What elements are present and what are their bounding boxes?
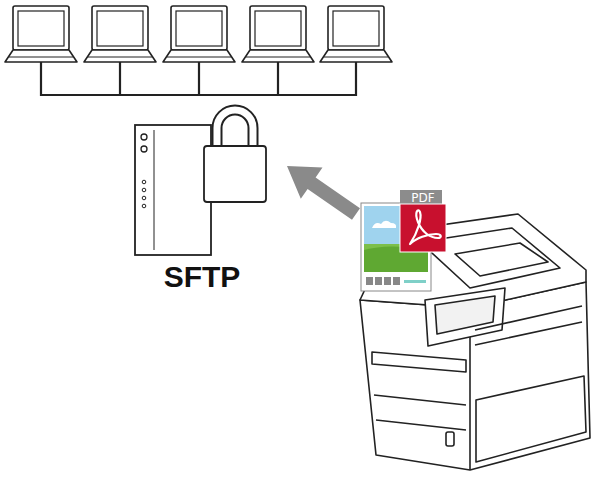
printer [360,214,590,470]
sftp-server-icon [130,100,275,258]
network-bus [41,62,356,95]
pdf-document: PDF [358,188,448,294]
transfer-arrow [287,166,360,220]
node-label: SFTP [130,260,274,294]
node-label: PDF [400,191,446,205]
sftp-server: SFTP [130,100,275,300]
laptops [5,6,392,62]
